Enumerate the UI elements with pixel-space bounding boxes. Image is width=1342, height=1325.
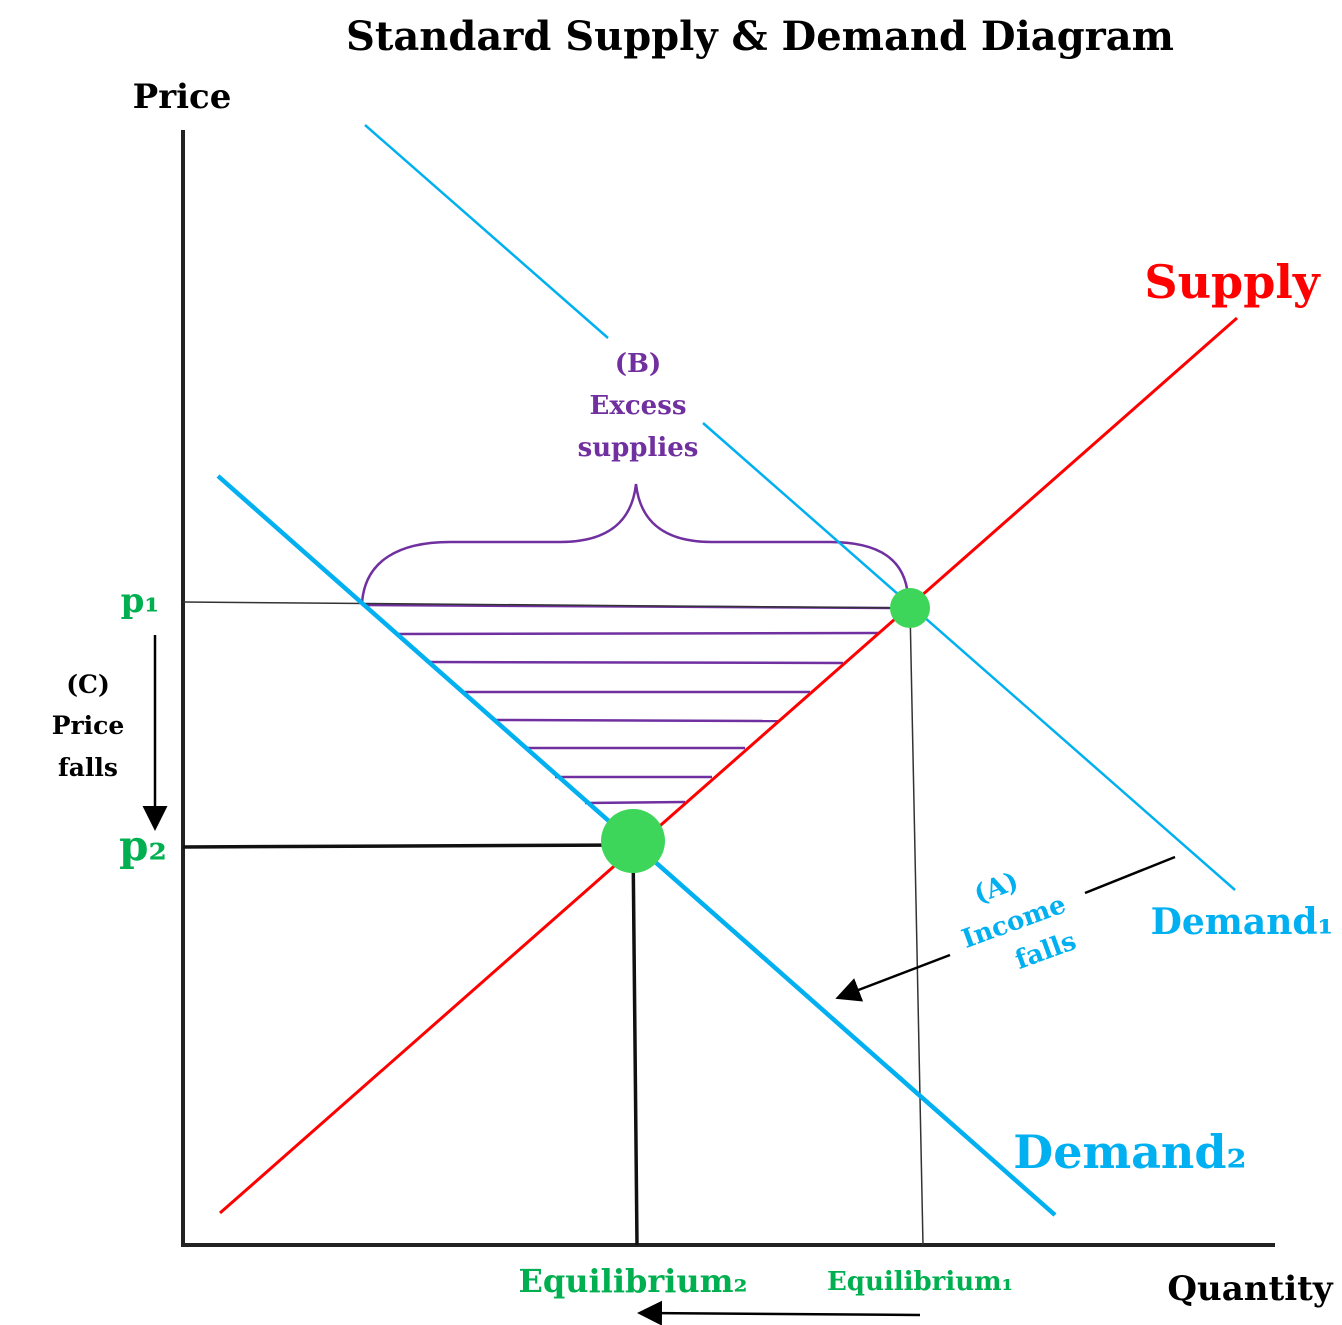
supply-curve — [219, 316, 1238, 1215]
p1-guide-line — [182, 601, 911, 609]
equilibrium2-dot — [601, 809, 665, 873]
svg-text:falls: falls — [58, 753, 118, 782]
annotation-price-falls: (C) Price falls — [52, 670, 125, 782]
annotation-excess-supplies: (B) Excess supplies — [578, 349, 699, 463]
equilibrium2-label: Equilibrium₂ — [518, 1262, 747, 1300]
p2-label: p₂ — [119, 821, 167, 870]
p2-guide-line — [182, 843, 634, 849]
diagram-title: Standard Supply & Demand Diagram — [346, 13, 1174, 60]
x-axis-label: Quantity — [1167, 1269, 1333, 1309]
svg-text:Excess: Excess — [590, 391, 687, 421]
equilibrium1-dot — [890, 588, 930, 628]
excess-supply-hatch — [361, 603, 896, 805]
svg-text:(A): (A) — [970, 866, 1022, 910]
demand1-curve-lower — [702, 422, 1236, 891]
y-axis-label: Price — [133, 77, 232, 117]
demand1-label: Demand₁ — [1151, 901, 1334, 943]
income-falls-arrow — [835, 953, 951, 1002]
svg-text:(B): (B) — [615, 349, 662, 379]
equilibrium1-label: Equilibrium₁ — [827, 1267, 1013, 1297]
svg-text:(C): (C) — [66, 670, 110, 699]
quantity-shift-arrow — [637, 1300, 921, 1325]
excess-supply-brace — [360, 483, 910, 604]
income-falls-line — [1084, 855, 1176, 895]
annotation-income-falls: (A) Income falls — [958, 866, 1080, 975]
eq2-guide-line — [631, 840, 639, 1246]
eq1-guide-line — [909, 607, 924, 1246]
p1-label: p₁ — [121, 581, 160, 621]
demand2-label: Demand₂ — [1013, 1125, 1246, 1179]
svg-text:Price: Price — [52, 711, 125, 740]
supply-label: Supply — [1144, 255, 1320, 309]
svg-text:supplies: supplies — [578, 433, 699, 463]
demand1-curve-upper — [364, 124, 609, 339]
